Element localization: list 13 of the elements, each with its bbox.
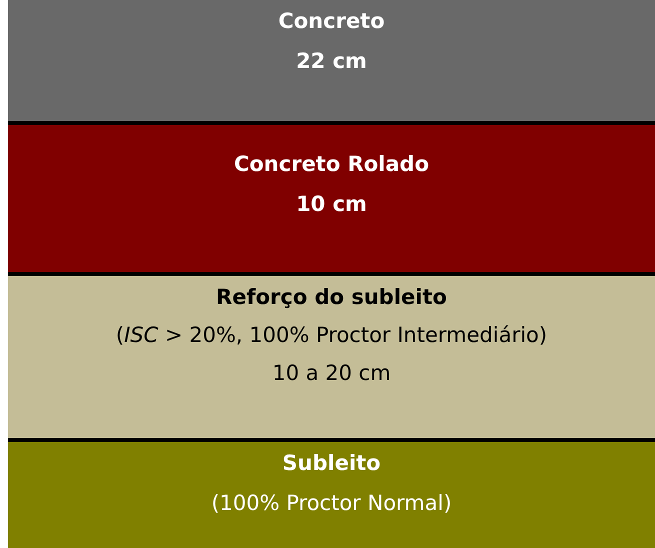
note-text: (100% Proctor Normal) bbox=[211, 490, 452, 516]
layer-title: Reforço do subleito bbox=[216, 284, 447, 310]
pavement-layer bbox=[8, 276, 655, 438]
thickness-label: 22 cm bbox=[296, 48, 367, 74]
layer-title: Concreto bbox=[278, 8, 385, 34]
layer-title: Subleito bbox=[282, 450, 381, 476]
thickness-label: 10 a 20 cm bbox=[272, 360, 391, 386]
pavement-layer bbox=[8, 0, 655, 121]
pavement-layer bbox=[8, 442, 655, 548]
pavement-layer bbox=[8, 125, 655, 272]
layer-title: Concreto Rolado bbox=[234, 151, 430, 177]
thickness-label: 10 cm bbox=[296, 191, 367, 217]
note-text: (ISC > 20%, 100% Proctor Intermediário) bbox=[116, 322, 548, 348]
